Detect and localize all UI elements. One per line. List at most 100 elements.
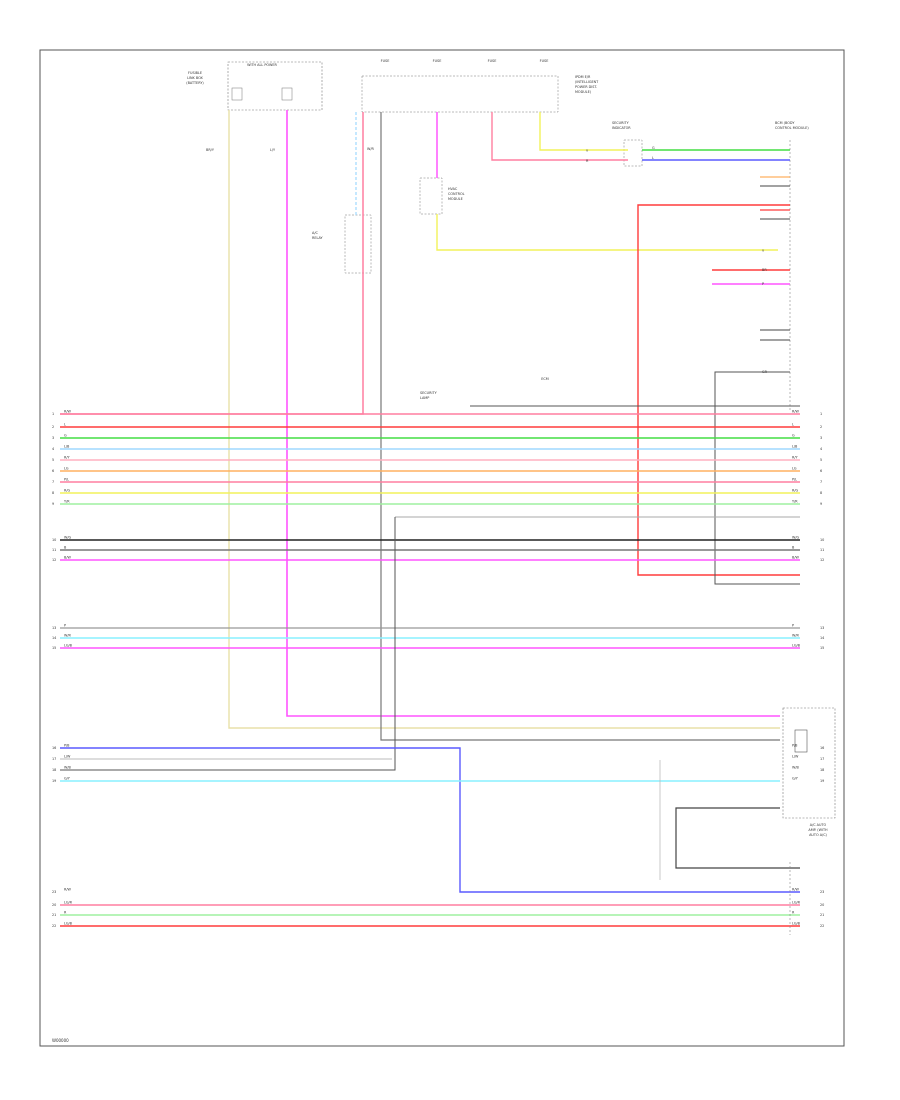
wire-label-r: R: [586, 159, 589, 163]
pin-label-right: 10: [820, 538, 824, 542]
pin-label-left: 21: [52, 913, 56, 917]
bus-label-right: Y/R: [792, 500, 798, 504]
wire-label-y2: Y: [762, 249, 765, 253]
pin-label-right: 21: [820, 913, 824, 917]
bus-label-right: G: [792, 434, 795, 438]
pin-label-right: 14: [820, 636, 824, 640]
pin-label-right: 1: [820, 412, 822, 416]
bus-label-right: R/W: [792, 888, 799, 892]
pin-label-right: 7: [820, 480, 822, 484]
wire-label-p: P: [762, 282, 764, 286]
pin-label-left: 13: [52, 626, 56, 630]
bus-label-left: LG/R: [64, 901, 73, 905]
fuse-ref-2: FUSE: [433, 59, 442, 63]
fusible-link-label-3: (BATTERY): [186, 81, 204, 85]
fuse-ref-4: FUSE: [540, 59, 549, 63]
hvac-small-block: HVAC CONTROL MODULE: [419, 177, 465, 215]
hvac-label-2: CONTROL: [448, 192, 465, 196]
bus-label-right: B/W: [792, 556, 799, 560]
pin-label-right: 16: [820, 746, 824, 750]
bus-label-right: L: [792, 423, 794, 427]
fusible-link-label-2: LINK BOX: [187, 76, 203, 80]
bus-label-right: W/G: [792, 536, 799, 540]
wire-label-gr: GR: [762, 370, 768, 374]
pin-label-right: 19: [820, 779, 824, 783]
wire-label-wr: W/R: [367, 147, 374, 151]
bus-label-right: R/Y: [792, 456, 798, 460]
wire-label-l: L: [652, 156, 654, 160]
bus-label-left: P/B: [64, 744, 70, 748]
bus-label-right: R/W: [792, 410, 799, 414]
fuse-ref-1: FUSE: [381, 59, 390, 63]
pin-label-left: 9: [52, 502, 54, 506]
pin-label-right: 4: [820, 447, 822, 451]
wire-label-left-b: L/Y: [270, 148, 276, 152]
ipdm-label-2: (INTELLIGENT: [575, 80, 599, 84]
bus-label-right: P: [792, 624, 794, 628]
bus-label-left: W/G: [64, 536, 71, 540]
security-lamp-label-2: LAMP: [420, 396, 429, 400]
bus-label-right: W/R: [792, 634, 799, 638]
relay-label-1: A/C: [312, 231, 318, 235]
bus-label-right: P/L: [792, 478, 797, 482]
security-indicator: SECURITY INDICATOR: [612, 121, 643, 167]
bus-label-left: P: [64, 624, 66, 628]
security-lamp: SECURITY LAMP ECM: [420, 377, 549, 400]
pin-label-left: 16: [52, 746, 56, 750]
bcm-label-1: BCM (BODY: [775, 121, 795, 125]
ac-relay: A/C RELAY: [312, 214, 372, 274]
pin-label-right: 22: [820, 924, 824, 928]
bus-label-left: LG/B: [64, 922, 73, 926]
bus-label-right: W/B: [792, 766, 799, 770]
bus-label-left: R/G: [64, 489, 70, 493]
pin-label-right: 8: [820, 491, 822, 495]
pin-label-right: 9: [820, 502, 822, 506]
bus-label-left: L/W: [64, 755, 71, 759]
bus-label-left: L: [64, 423, 66, 427]
bus-label-right: LG: [792, 467, 797, 471]
bus-label-left: R: [64, 911, 67, 915]
security-indicator-label-1: SECURITY: [612, 121, 630, 125]
pin-label-left: 2: [52, 425, 54, 429]
ipdm-label-3: POWER DIST.: [575, 85, 597, 89]
ipdm-label-4: MODULE): [575, 90, 592, 94]
diagram-border: [39, 49, 845, 1047]
ac-auto-amp-label-1: A/C AUTO: [810, 823, 827, 827]
bus-label-left: B: [64, 546, 67, 550]
bus-label-right: LG/R: [792, 901, 801, 905]
relay-label-2: RELAY: [312, 236, 324, 240]
pin-label-right: 23: [820, 890, 824, 894]
bus-label-left: W/R: [64, 634, 71, 638]
security-indicator-label-2: INDICATOR: [612, 126, 631, 130]
pin-label-right: 3: [820, 436, 822, 440]
fuse-box-header: WITH ALL POWER: [247, 63, 277, 67]
bus-label-right: B: [792, 546, 795, 550]
pin-label-left: 10: [52, 538, 56, 542]
wire-label-left-a: BR/Y: [206, 148, 215, 152]
pin-label-right: 11: [820, 548, 824, 552]
bus-label-left: Y/R: [64, 500, 70, 504]
wire-labels-top: BR/Y L/Y W/R Y R G L Y BR P GR: [206, 146, 768, 374]
bus-label-right: L/W: [792, 755, 799, 759]
pin-label-right: 20: [820, 903, 824, 907]
pin-label-right: 5: [820, 458, 822, 462]
bus-label-left: R/Y: [64, 456, 70, 460]
ac-auto-amp-label-2: AMP. (WITH: [808, 828, 828, 832]
ipdm-label-1: IPDM E/R: [575, 75, 591, 79]
bus-label-left: P/L: [64, 478, 69, 482]
pin-label-right: 6: [820, 469, 822, 473]
pin-label-left: 1: [52, 412, 54, 416]
bus-label-left: LG/B: [64, 644, 73, 648]
pin-label-left: 23: [52, 890, 56, 894]
pin-label-left: 15: [52, 646, 56, 650]
wire-label-y: Y: [586, 149, 589, 153]
pin-label-left: 18: [52, 768, 56, 772]
pin-label-left: 19: [52, 779, 56, 783]
pin-label-left: 3: [52, 436, 54, 440]
fuse-ref-3: FUSE: [488, 59, 497, 63]
ac-auto-amp: A/C AUTO AMP. (WITH AUTO A/C): [782, 707, 836, 935]
bus-label-left: R/W: [64, 410, 71, 414]
bus-label-left: G/Y: [64, 777, 71, 781]
bcm-connector: BCM (BODY CONTROL MODULE): [775, 121, 809, 410]
